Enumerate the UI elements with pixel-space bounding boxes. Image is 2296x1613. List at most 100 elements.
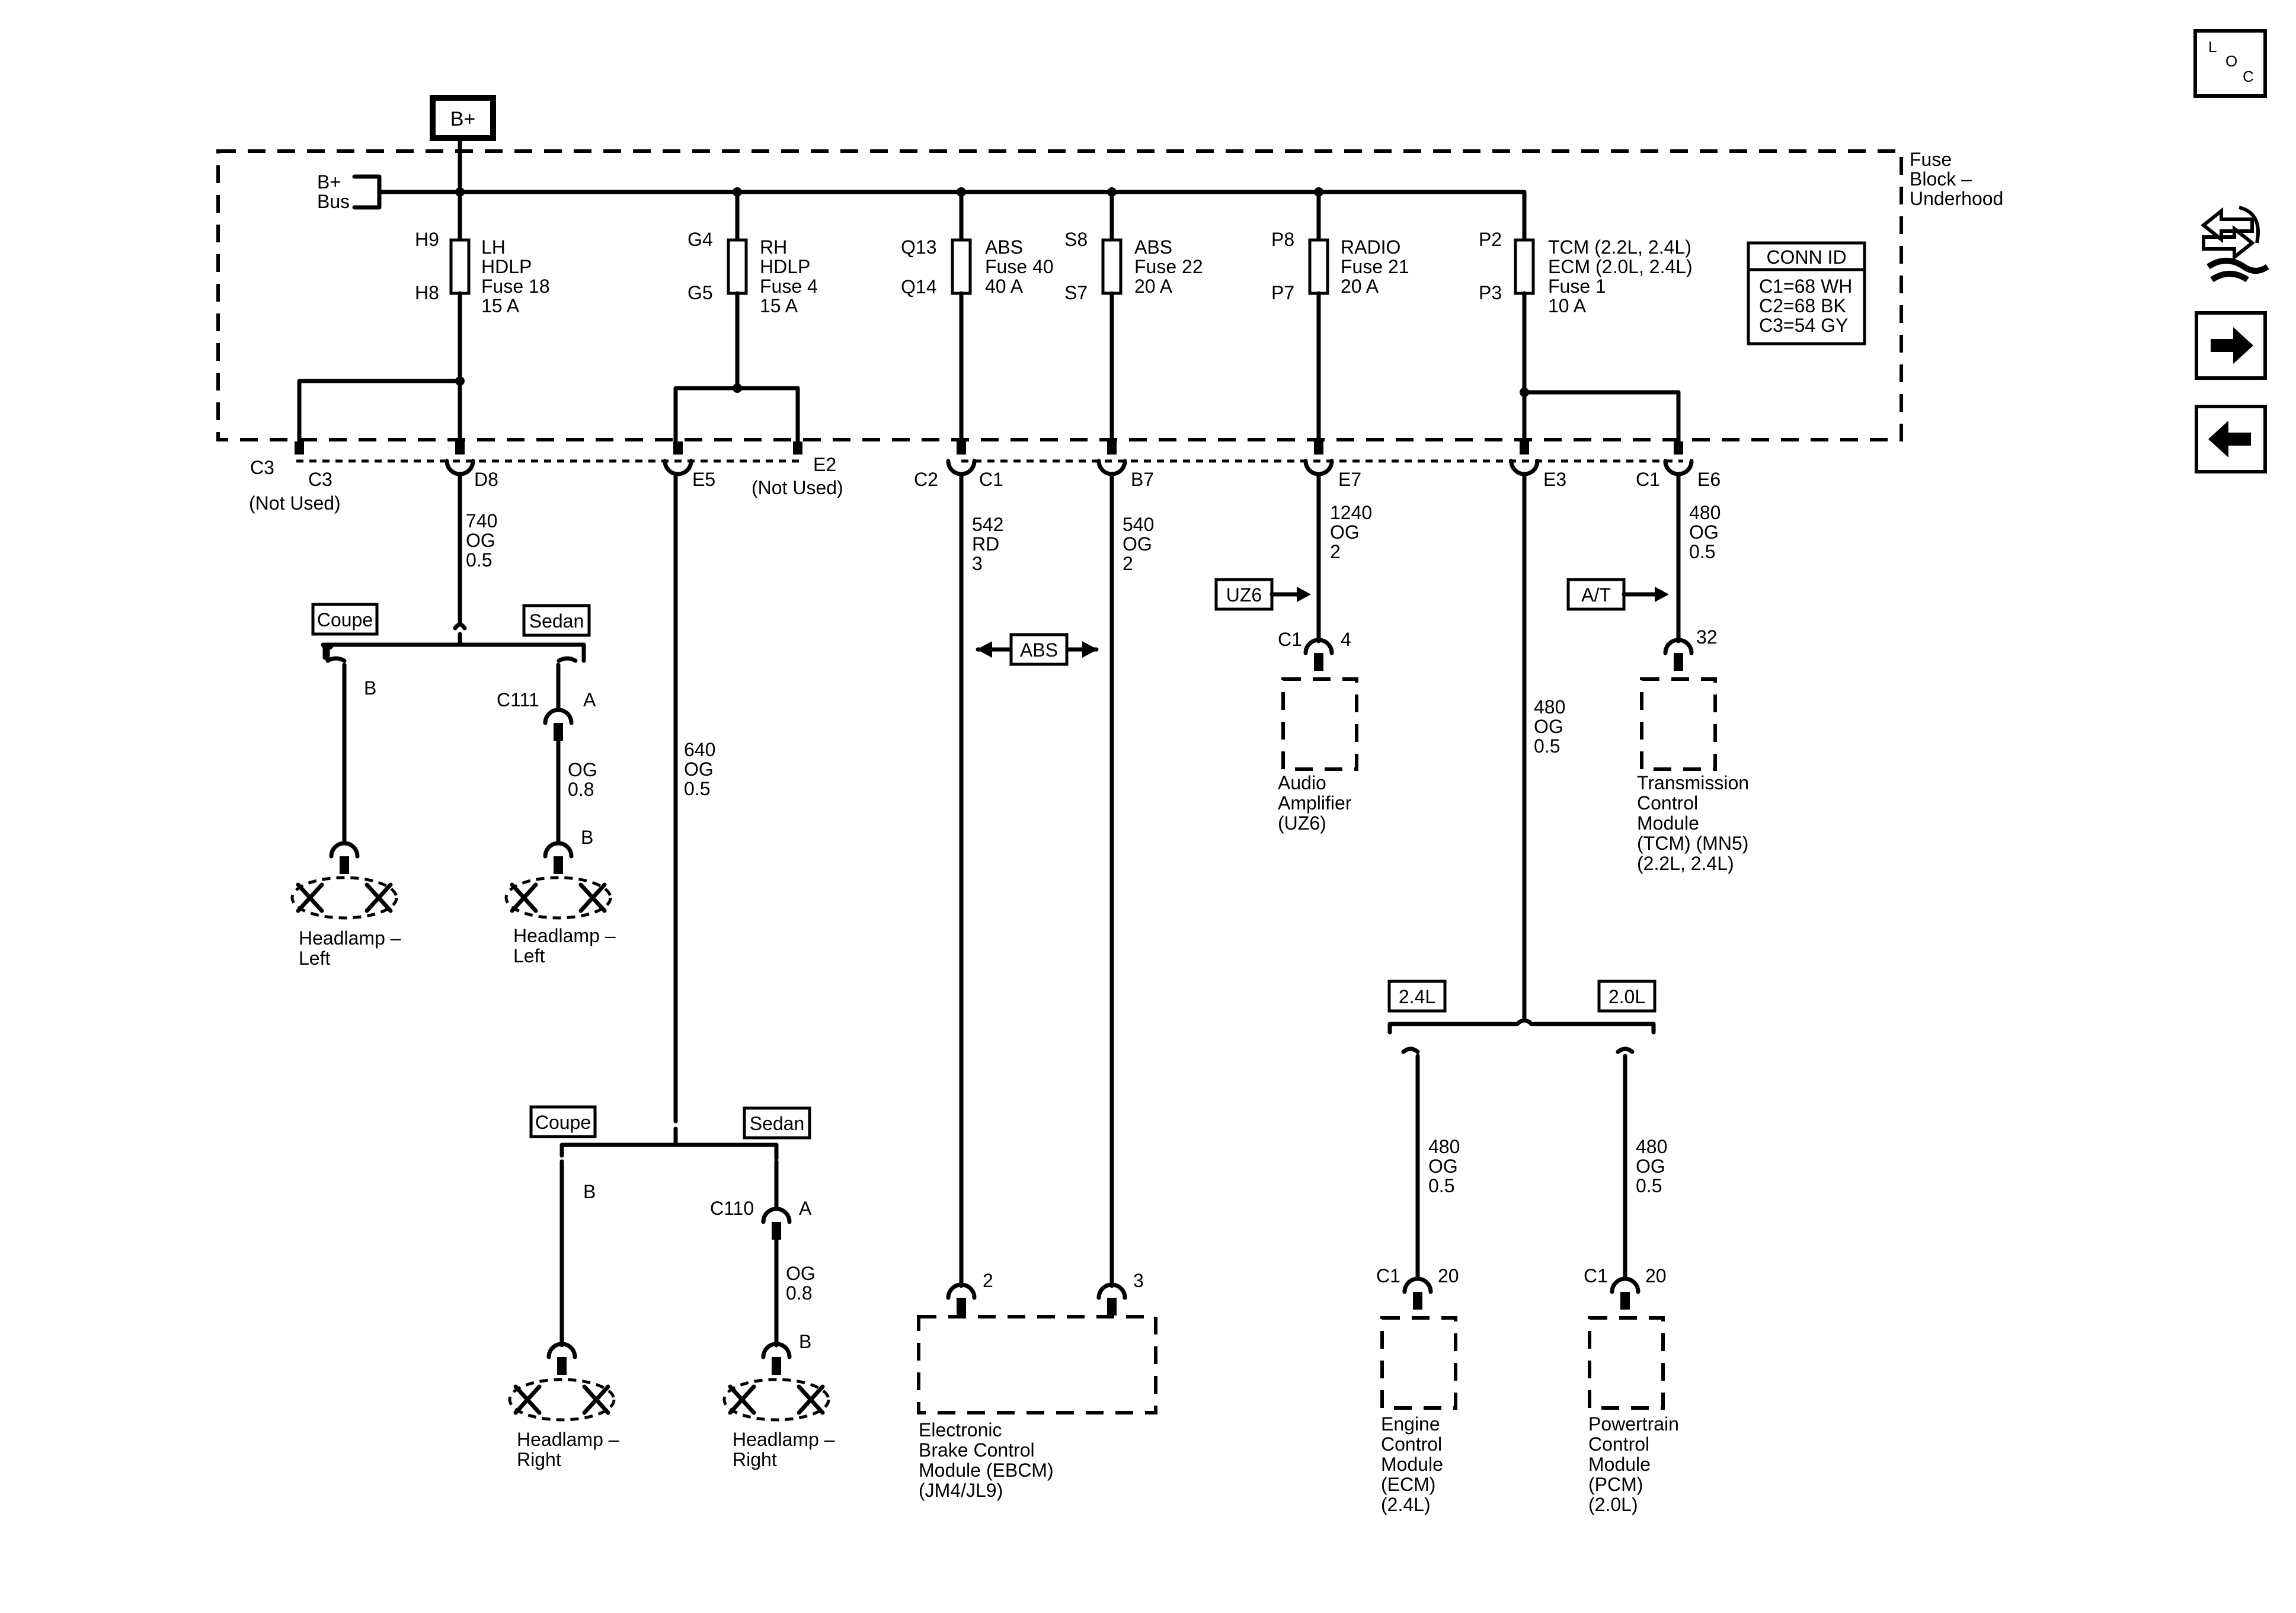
svg-text:Sedan: Sedan xyxy=(750,1113,805,1134)
headlamp-right-1: Headlamp – Right xyxy=(508,1378,619,1470)
svg-text:B+: B+ xyxy=(317,171,341,193)
svg-text:Audio: Audio xyxy=(1278,772,1326,793)
svg-text:OG: OG xyxy=(1123,533,1152,555)
svg-text:B: B xyxy=(581,827,593,848)
headlamp-left-1: Headlamp – Left xyxy=(290,876,401,969)
svg-text:C1: C1 xyxy=(1584,1265,1608,1286)
svg-text:RD: RD xyxy=(972,533,999,555)
svg-text:A: A xyxy=(799,1198,812,1219)
svg-text:Right: Right xyxy=(517,1449,561,1470)
headlamp-right-sedan-branch: C110 A OG 0.8 B xyxy=(710,1159,816,1375)
svg-text:Transmission: Transmission xyxy=(1637,772,1749,793)
svg-text:Headlamp –: Headlamp – xyxy=(733,1429,835,1450)
svg-text:C2: C2 xyxy=(914,469,938,490)
svg-text:1240: 1240 xyxy=(1330,502,1372,523)
svg-text:540: 540 xyxy=(1123,514,1154,535)
loc-icon[interactable]: L O C xyxy=(2193,29,2267,98)
svg-text:HDLP: HDLP xyxy=(760,256,810,277)
svg-text:B+: B+ xyxy=(450,108,476,130)
svg-text:TCM (2.2L, 2.4L): TCM (2.2L, 2.4L) xyxy=(1548,236,1691,258)
svg-text:OG: OG xyxy=(1330,521,1360,543)
svg-text:Engine: Engine xyxy=(1381,1413,1440,1435)
svg-text:Q13: Q13 xyxy=(901,236,936,258)
option-coupe-1: Coupe xyxy=(311,603,379,636)
headlamp-right-coupe-branch: B xyxy=(546,1159,596,1375)
bplus-box: B+ xyxy=(430,95,496,141)
branch-split-1 xyxy=(325,642,586,663)
svg-text:0.5: 0.5 xyxy=(684,778,710,799)
svg-text:O: O xyxy=(2225,52,2237,70)
option-sedan-2: Sedan xyxy=(743,1106,811,1140)
svg-text:40 A: 40 A xyxy=(985,276,1024,297)
svg-text:2: 2 xyxy=(983,1270,993,1291)
svg-text:OG: OG xyxy=(1689,521,1719,543)
svg-text:Headlamp –: Headlamp – xyxy=(299,927,401,949)
svg-text:Control: Control xyxy=(1381,1433,1442,1455)
svg-text:UZ6: UZ6 xyxy=(1226,584,1262,606)
headlamp-left-sedan-branch: C111 A OG 0.8 B xyxy=(497,656,597,874)
svg-text:Fuse 22: Fuse 22 xyxy=(1134,256,1203,277)
pcm-branch: 480 OG 0.5 xyxy=(1616,1046,1667,1281)
svg-text:H8: H8 xyxy=(415,282,439,303)
tcm-module: 32 Transmission Control Module (TCM) (MN… xyxy=(1637,626,1749,874)
svg-text:Q14: Q14 xyxy=(901,276,936,297)
svg-text:Brake Control: Brake Control xyxy=(919,1439,1035,1461)
svg-text:(2.4L): (2.4L) xyxy=(1381,1494,1431,1515)
svg-text:Bus: Bus xyxy=(317,191,350,212)
schematic-swap-icon[interactable] xyxy=(2201,206,2269,283)
option-abs: ABS xyxy=(976,633,1099,666)
svg-text:Module: Module xyxy=(1588,1454,1651,1475)
option-coupe-2: Coupe xyxy=(529,1105,597,1138)
svg-text:Fuse 40: Fuse 40 xyxy=(985,256,1054,277)
svg-text:Left: Left xyxy=(513,945,545,966)
option-2-0l: 2.0L xyxy=(1597,980,1657,1013)
svg-text:640: 640 xyxy=(684,739,715,760)
svg-text:C1: C1 xyxy=(1278,629,1302,650)
svg-text:LH: LH xyxy=(481,236,506,258)
svg-text:H9: H9 xyxy=(415,229,439,250)
fuse-rh-hdlp: G4 G5 RH HDLP Fuse 4 15 A xyxy=(687,190,818,391)
svg-text:P2: P2 xyxy=(1479,229,1502,250)
svg-text:15 A: 15 A xyxy=(760,295,798,316)
arrow-right-icon[interactable] xyxy=(2195,311,2267,380)
svg-text:ABS: ABS xyxy=(1020,639,1058,661)
svg-text:Module: Module xyxy=(1637,812,1699,834)
svg-text:2.4L: 2.4L xyxy=(1399,986,1435,1007)
svg-text:(TCM) (MN5): (TCM) (MN5) xyxy=(1637,833,1748,854)
svg-text:E2: E2 xyxy=(813,454,836,475)
svg-text:(2.0L): (2.0L) xyxy=(1588,1494,1638,1515)
circuit-1240: 1240 OG 2 xyxy=(1316,472,1372,644)
option-sedan-1: Sedan xyxy=(522,604,591,637)
svg-text:0.5: 0.5 xyxy=(1689,541,1715,562)
connector-labels: C3 C3 (Not Used) D8 E5 E2 (Not Used) C2 … xyxy=(249,454,1721,514)
ecm-branch: 480 OG 0.5 xyxy=(1401,1046,1460,1281)
svg-text:20 A: 20 A xyxy=(1341,276,1379,297)
svg-text:S8: S8 xyxy=(1064,229,1088,250)
svg-text:4: 4 xyxy=(1341,629,1351,650)
fuse-lh-hdlp: H9 H8 LH HDLP Fuse 18 15 A xyxy=(415,190,550,444)
svg-text:A/T: A/T xyxy=(1581,584,1611,606)
arrow-left-icon[interactable] xyxy=(2195,405,2267,473)
svg-text:B: B xyxy=(583,1181,596,1202)
svg-text:480: 480 xyxy=(1428,1136,1460,1157)
svg-text:A: A xyxy=(583,689,596,711)
svg-text:CONN ID: CONN ID xyxy=(1766,247,1846,268)
svg-text:480: 480 xyxy=(1689,502,1721,523)
svg-text:Right: Right xyxy=(733,1449,777,1470)
svg-text:Fuse 21: Fuse 21 xyxy=(1341,256,1409,277)
svg-text:C111: C111 xyxy=(497,689,539,711)
fuse-block-outline xyxy=(216,149,1903,441)
svg-text:(ECM): (ECM) xyxy=(1381,1474,1435,1495)
svg-text:L: L xyxy=(2208,38,2217,56)
svg-text:P8: P8 xyxy=(1271,229,1294,250)
svg-text:C2=68 BK: C2=68 BK xyxy=(1759,295,1846,316)
fuse-tcm-ecm: P2 P3 TCM (2.2L, 2.4L) ECM (2.0L, 2.4L) … xyxy=(1479,190,1693,444)
svg-text:15 A: 15 A xyxy=(481,295,520,316)
svg-text:C110: C110 xyxy=(710,1198,754,1219)
svg-text:G4: G4 xyxy=(687,229,713,250)
svg-text:2: 2 xyxy=(1330,541,1341,562)
ecm-module: C1 20 Engine Control Module (ECM) (2.4L) xyxy=(1376,1265,1459,1515)
svg-text:Headlamp –: Headlamp – xyxy=(517,1429,619,1450)
svg-text:0.5: 0.5 xyxy=(1428,1175,1454,1196)
